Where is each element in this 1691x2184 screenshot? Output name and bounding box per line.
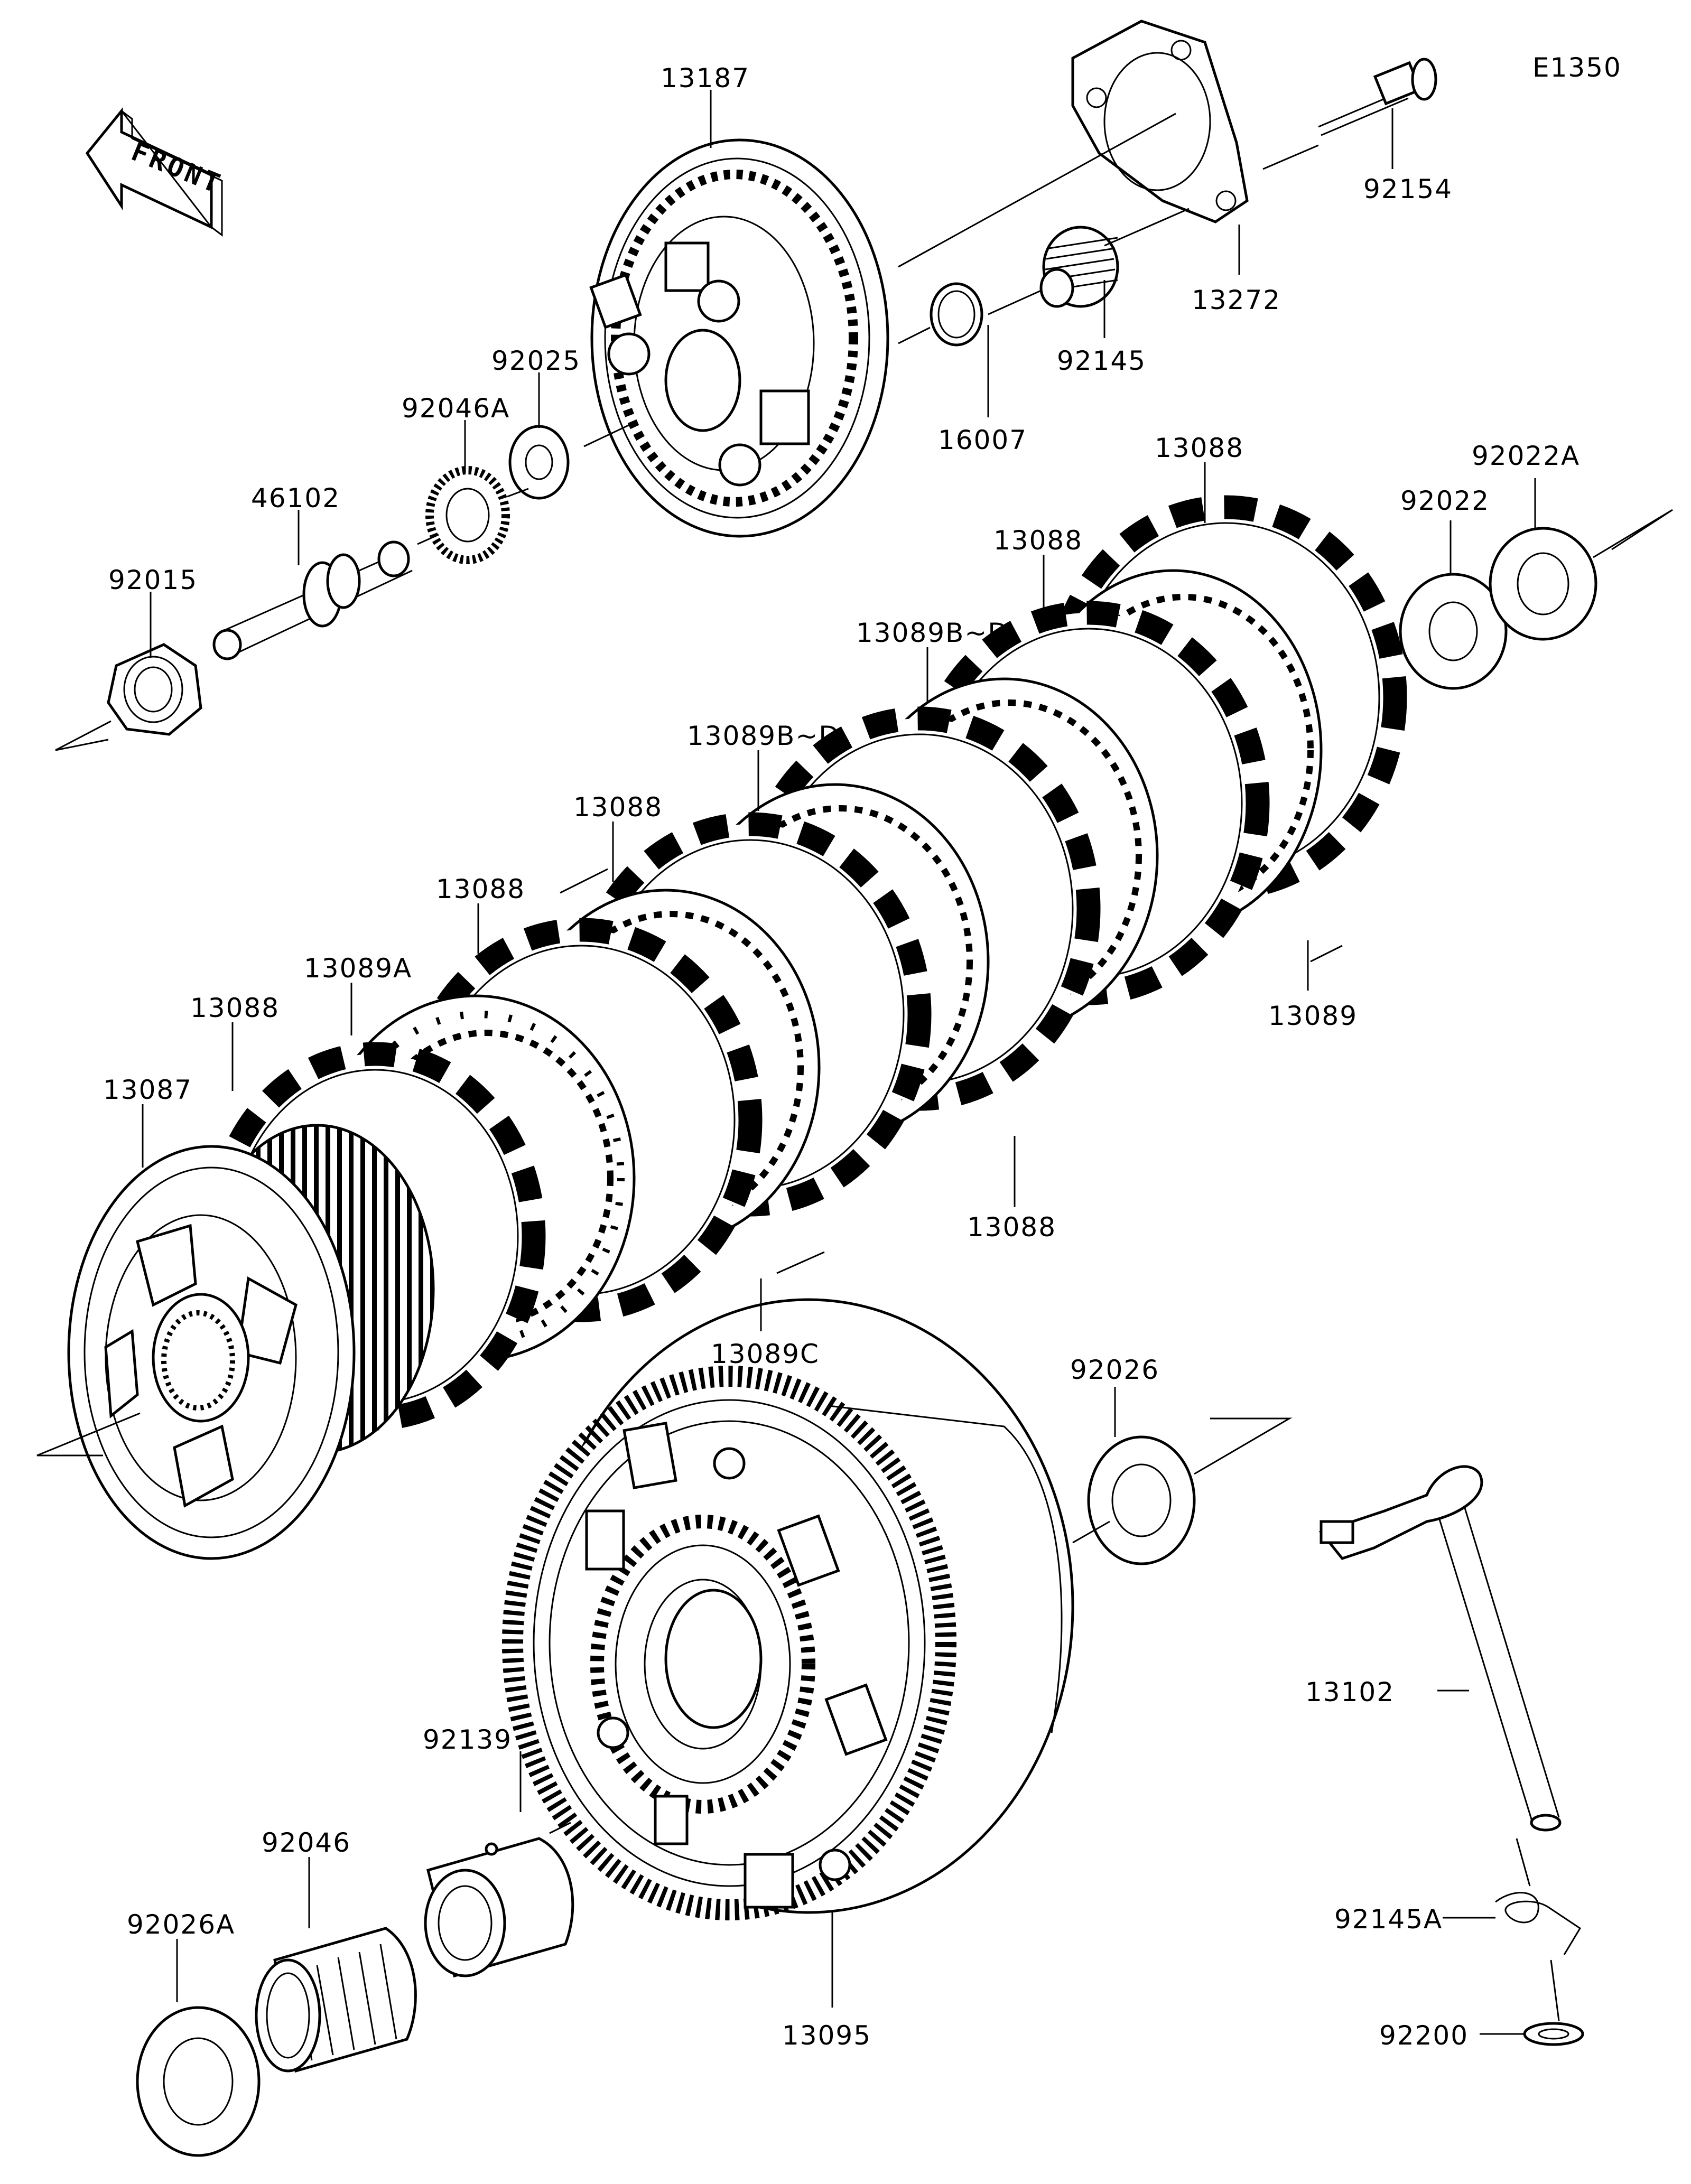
- label-92026A: 92026A: [127, 1909, 235, 1940]
- label-92145: 92145: [1057, 346, 1146, 376]
- washer-92026A: [136, 2006, 261, 2157]
- bearing-92046: [255, 1927, 417, 2073]
- washer-92200: [1523, 2022, 1584, 2046]
- label-92139: 92139: [423, 1724, 512, 1755]
- washer-92026: [1087, 1435, 1196, 1565]
- label-13088-a: 13088: [1155, 433, 1244, 463]
- washer-92025: [508, 425, 570, 500]
- label-13102: 13102: [1305, 1677, 1395, 1707]
- label-16007: 16007: [938, 425, 1027, 455]
- label-13089BD-a: 13089B~D: [856, 618, 1009, 648]
- label-13087: 13087: [103, 1075, 192, 1105]
- label-92022A: 92022A: [1472, 441, 1580, 471]
- clutch-housing-13095: [502, 1298, 1074, 1920]
- label-46102: 46102: [251, 483, 340, 514]
- push-rod-46102: [212, 540, 413, 660]
- label-13089C: 13089C: [711, 1339, 820, 1369]
- label-13089BD-b: 13089B~D: [687, 721, 840, 751]
- label-13272: 13272: [1192, 285, 1281, 315]
- diagram-code: E1350: [1532, 52, 1622, 83]
- label-13088-d: 13088: [436, 874, 525, 904]
- label-92026: 92026: [1070, 1355, 1159, 1385]
- bolt-92154: [1318, 58, 1437, 136]
- label-13088-e: 13088: [190, 993, 280, 1023]
- leader-lines: [36, 90, 1673, 2035]
- sleeve-92139: [424, 1837, 574, 1978]
- label-92046A: 92046A: [402, 393, 510, 424]
- label-92022: 92022: [1400, 486, 1490, 516]
- label-13095: 13095: [782, 2020, 871, 2051]
- release-shaft-13102: [1318, 1465, 1562, 1832]
- spring-92145: [1039, 226, 1119, 308]
- front-arrow-icon: FRONT: [85, 107, 227, 237]
- label-92046: 92046: [262, 1827, 351, 1858]
- label-13089A: 13089A: [304, 953, 412, 984]
- pressure-plate-13187: [589, 138, 889, 538]
- label-13088-f: 13088: [967, 1212, 1056, 1243]
- circlip-16007: [930, 282, 983, 347]
- label-13088-c: 13088: [573, 792, 663, 823]
- washer-92022A: [1489, 527, 1597, 641]
- bearing-92046A: [425, 466, 510, 564]
- spring-92145A: [1495, 1892, 1582, 1955]
- label-92200: 92200: [1379, 2020, 1469, 2051]
- nut-92015: [107, 643, 202, 736]
- clutch-hub-13087: [67, 1124, 435, 1560]
- part-labels: 13187 92154 13272 92145 16007 92025 9204…: [103, 63, 1580, 2051]
- label-13088-b: 13088: [993, 525, 1083, 556]
- washer-92022: [1399, 573, 1508, 690]
- label-92025: 92025: [491, 346, 581, 376]
- label-13089: 13089: [1268, 1001, 1358, 1031]
- label-13187: 13187: [661, 63, 750, 94]
- label-92145A: 92145A: [1334, 1904, 1443, 1935]
- label-92154: 92154: [1363, 174, 1453, 204]
- label-92015: 92015: [108, 565, 198, 595]
